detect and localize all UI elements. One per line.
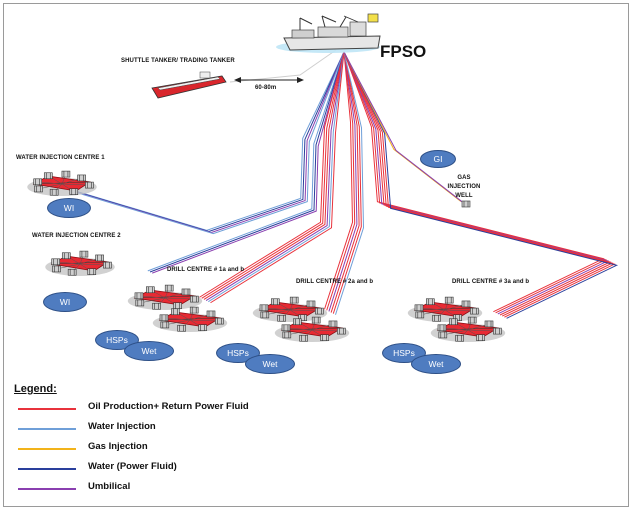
legend-label-oil: Oil Production+ Return Power Fluid — [88, 401, 249, 412]
wic2-bundle-line-0 — [147, 51, 345, 272]
wet2-ellipse: Wet — [245, 354, 295, 374]
wet3-ellipse: Wet — [411, 354, 461, 374]
legend-item-oil: Oil Production+ Return Power Fluid — [14, 401, 344, 421]
dc2-bundle-line-5 — [335, 51, 365, 315]
wic2-label: WATER INJECTION CENTRE 2 — [32, 233, 121, 239]
legend: Legend: Oil Production+ Return Power Flu… — [14, 383, 344, 501]
legend-item-gas-injection: Gas Injection — [14, 441, 344, 461]
export-line — [229, 49, 337, 83]
dc1-bundle-line-2 — [203, 51, 345, 300]
wet1-ellipse: Wet — [124, 341, 174, 361]
dc1-bundle-line-3 — [205, 51, 345, 301]
legend-swatch-water-power-fluid — [18, 468, 76, 470]
dc2-bundle-line-4 — [332, 51, 362, 314]
dc1-bundle-line-1 — [201, 51, 345, 299]
legend-label-water-injection: Water Injection — [88, 421, 156, 432]
dc3-bundle-line-3 — [343, 51, 612, 316]
legend-item-water-injection: Water Injection — [14, 421, 344, 441]
dc3-bundle-line-1 — [343, 51, 608, 314]
legend-swatch-gas-injection — [18, 448, 76, 450]
distance-label: 60-80m — [255, 85, 277, 91]
dc3-bundle-line-4 — [343, 51, 614, 317]
dc3-bundle-line-5 — [343, 51, 616, 318]
legend-swatch-umbilical — [18, 488, 76, 490]
wic1-label: WATER INJECTION CENTRE 1 — [16, 155, 105, 161]
gas-well-label: GAS INJECTION WELL — [447, 175, 481, 199]
legend-label-water-power-fluid: Water (Power Fluid) — [88, 461, 177, 472]
dc2-bundle-line-1 — [326, 51, 356, 311]
wic1-bundle-line-3 — [73, 51, 345, 235]
legend-label-umbilical: Umbilical — [88, 481, 131, 492]
legend-item-water-power-fluid: Water (Power Fluid) — [14, 461, 344, 481]
dc2-label: DRILL CENTRE # 2a and b — [296, 279, 374, 285]
dc1-bundle-line-0 — [199, 51, 345, 298]
wic2-bundle-line-1 — [149, 51, 345, 273]
dc3-label: DRILL CENTRE # 3a and b — [452, 279, 530, 285]
legend-swatch-oil — [18, 408, 76, 410]
wi2-ellipse: WI — [43, 292, 87, 312]
dc1-bundle-line-5 — [210, 51, 345, 304]
legend-title: Legend: — [14, 383, 57, 395]
gas-bundle-line-1 — [343, 51, 464, 203]
fpso-label: FPSO — [380, 42, 427, 61]
diagram-frame — [3, 3, 629, 507]
gi-ellipse: GI — [420, 150, 456, 168]
dc3-bundle-line-0 — [343, 51, 605, 313]
tanker-label: SHUTTLE TANKER/ TRADING TANKER — [121, 58, 235, 64]
legend-item-umbilical: Umbilical — [14, 481, 344, 501]
dc3-bundle-line-6 — [343, 51, 619, 319]
legend-swatch-water-injection — [18, 428, 76, 430]
wi1-ellipse: WI — [47, 198, 91, 218]
dc2-bundle-line-2 — [328, 51, 358, 312]
wic2-bundle-line-2 — [152, 51, 345, 274]
dc2-bundle-line-0 — [324, 51, 354, 310]
dc1-bundle-line-4 — [208, 51, 345, 303]
dc1-label: DRILL CENTRE # 1a and b — [167, 267, 245, 273]
legend-label-gas-injection: Gas Injection — [88, 441, 148, 452]
dc3-bundle-line-2 — [343, 51, 610, 315]
dc2-bundle-line-3 — [330, 51, 360, 313]
